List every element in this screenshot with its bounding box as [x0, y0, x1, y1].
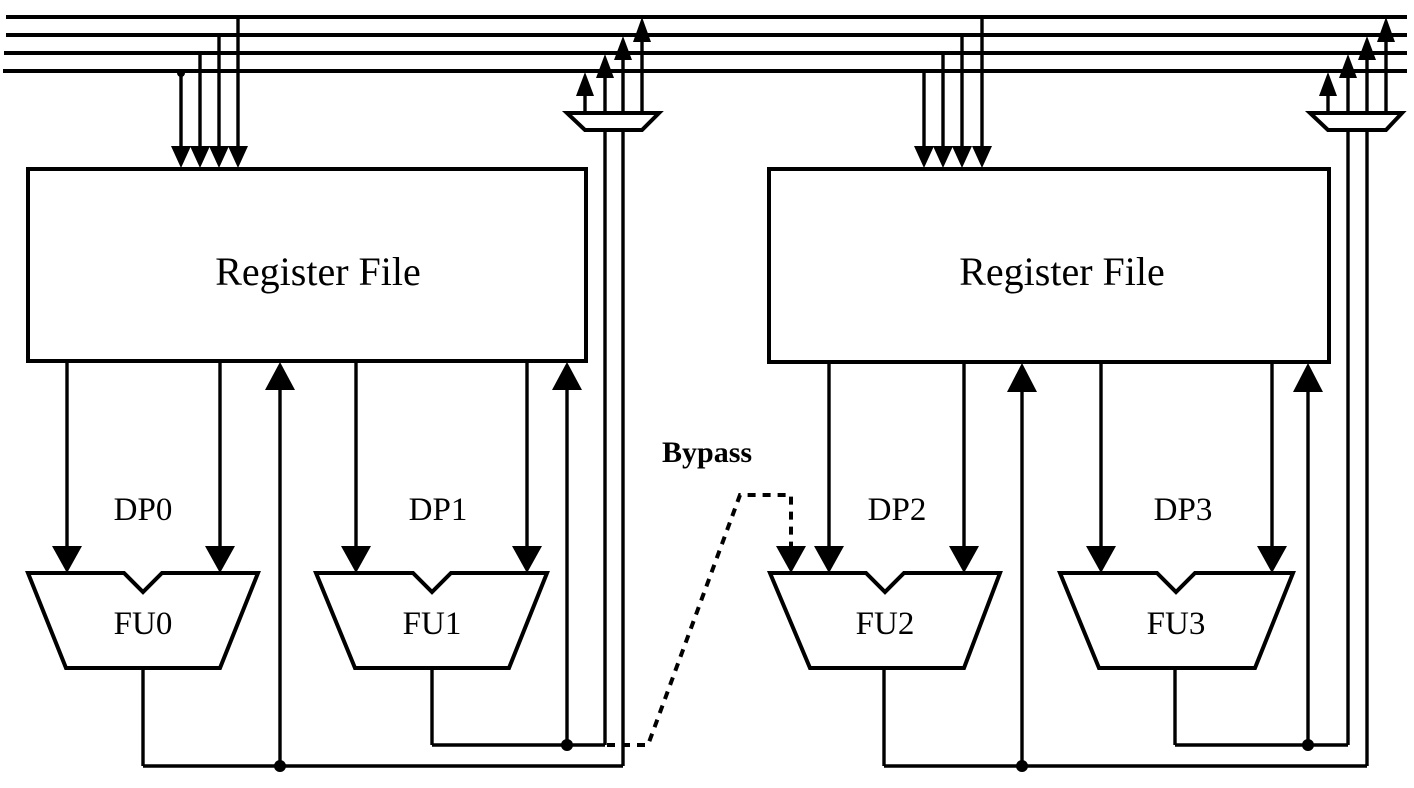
arrow-down-icon [949, 546, 979, 573]
arrow-down-icon [228, 146, 248, 168]
register-file-right [767, 167, 1331, 364]
arrow-down-icon [512, 546, 542, 573]
arrow-down-icon [171, 146, 191, 168]
rf-right-read-ports [914, 17, 992, 168]
arrow-down-icon [205, 546, 235, 573]
bypass-label: Bypass [662, 436, 752, 469]
fu2-label: FU2 [856, 606, 915, 642]
arrow-down-icon [341, 546, 371, 573]
dp2-label: DP2 [868, 492, 927, 528]
arrow-down-icon [190, 146, 210, 168]
arrow-up-icon [1293, 363, 1323, 392]
dp3-label: DP3 [1154, 492, 1213, 528]
arrow-up-icon [576, 72, 594, 96]
arrow-down-icon [972, 146, 992, 168]
fu0-label: FU0 [114, 606, 173, 642]
arrow-up-icon [1007, 363, 1037, 392]
arrow-up-icon [1339, 54, 1357, 78]
register-file-right-label: Register File [959, 249, 1165, 294]
fu3-label: FU3 [1147, 606, 1206, 642]
functional-unit-fu1 [313, 571, 550, 670]
arrow-down-icon [933, 146, 953, 168]
dp1-label: DP1 [409, 492, 468, 528]
arrow-down-icon [1257, 546, 1287, 573]
arrow-up-icon [552, 362, 582, 390]
arrow-down-icon [209, 146, 229, 168]
bus-tap-dot [177, 69, 185, 77]
junction-dot [561, 739, 573, 751]
arrow-up-icon [1377, 17, 1395, 42]
arrow-down-icon [776, 546, 806, 573]
mux-right [1304, 17, 1407, 766]
arrow-up-icon [614, 36, 632, 60]
register-file-left [26, 167, 588, 363]
arrow-up-icon [1358, 36, 1376, 60]
arrow-up-icon [265, 362, 295, 390]
dp0-label: DP0 [114, 492, 173, 528]
junction-dot [1302, 739, 1314, 751]
cluster-right: Register File DP2 FU2 [766, 17, 1407, 772]
global-bus [3, 15, 1407, 73]
junction-dot [274, 760, 286, 772]
arrow-down-icon [952, 146, 972, 168]
functional-unit-fu3 [1057, 571, 1296, 670]
bypass-dashed-wire [607, 493, 793, 747]
datapath-dp3: DP3 FU3 [1057, 362, 1296, 745]
arrow-down-icon [914, 146, 934, 168]
writeback-left [143, 362, 623, 772]
arrow-down-icon [814, 546, 844, 573]
datapath-dp0: DP0 FU0 [25, 361, 261, 766]
rf-left-read-ports [171, 17, 248, 168]
writeback-right [884, 363, 1367, 772]
arrow-down-icon [1086, 546, 1116, 573]
register-file-left-label: Register File [215, 249, 421, 294]
arrow-down-icon [52, 546, 82, 573]
bypass-path: Bypass [607, 436, 806, 747]
arrow-up-icon [596, 54, 614, 78]
arrow-up-icon [633, 17, 651, 42]
functional-unit-fu2 [766, 571, 1003, 670]
mux-left [561, 17, 664, 766]
junction-dot [1016, 760, 1028, 772]
arrow-up-icon [1319, 72, 1337, 96]
fu1-label: FU1 [403, 606, 462, 642]
functional-unit-fu0 [25, 571, 261, 670]
datapath-dp1: DP1 FU1 [313, 361, 550, 745]
datapath-dp2: DP2 FU2 [766, 362, 1003, 766]
cluster-left: Register File DP0 FU0 [25, 17, 664, 772]
